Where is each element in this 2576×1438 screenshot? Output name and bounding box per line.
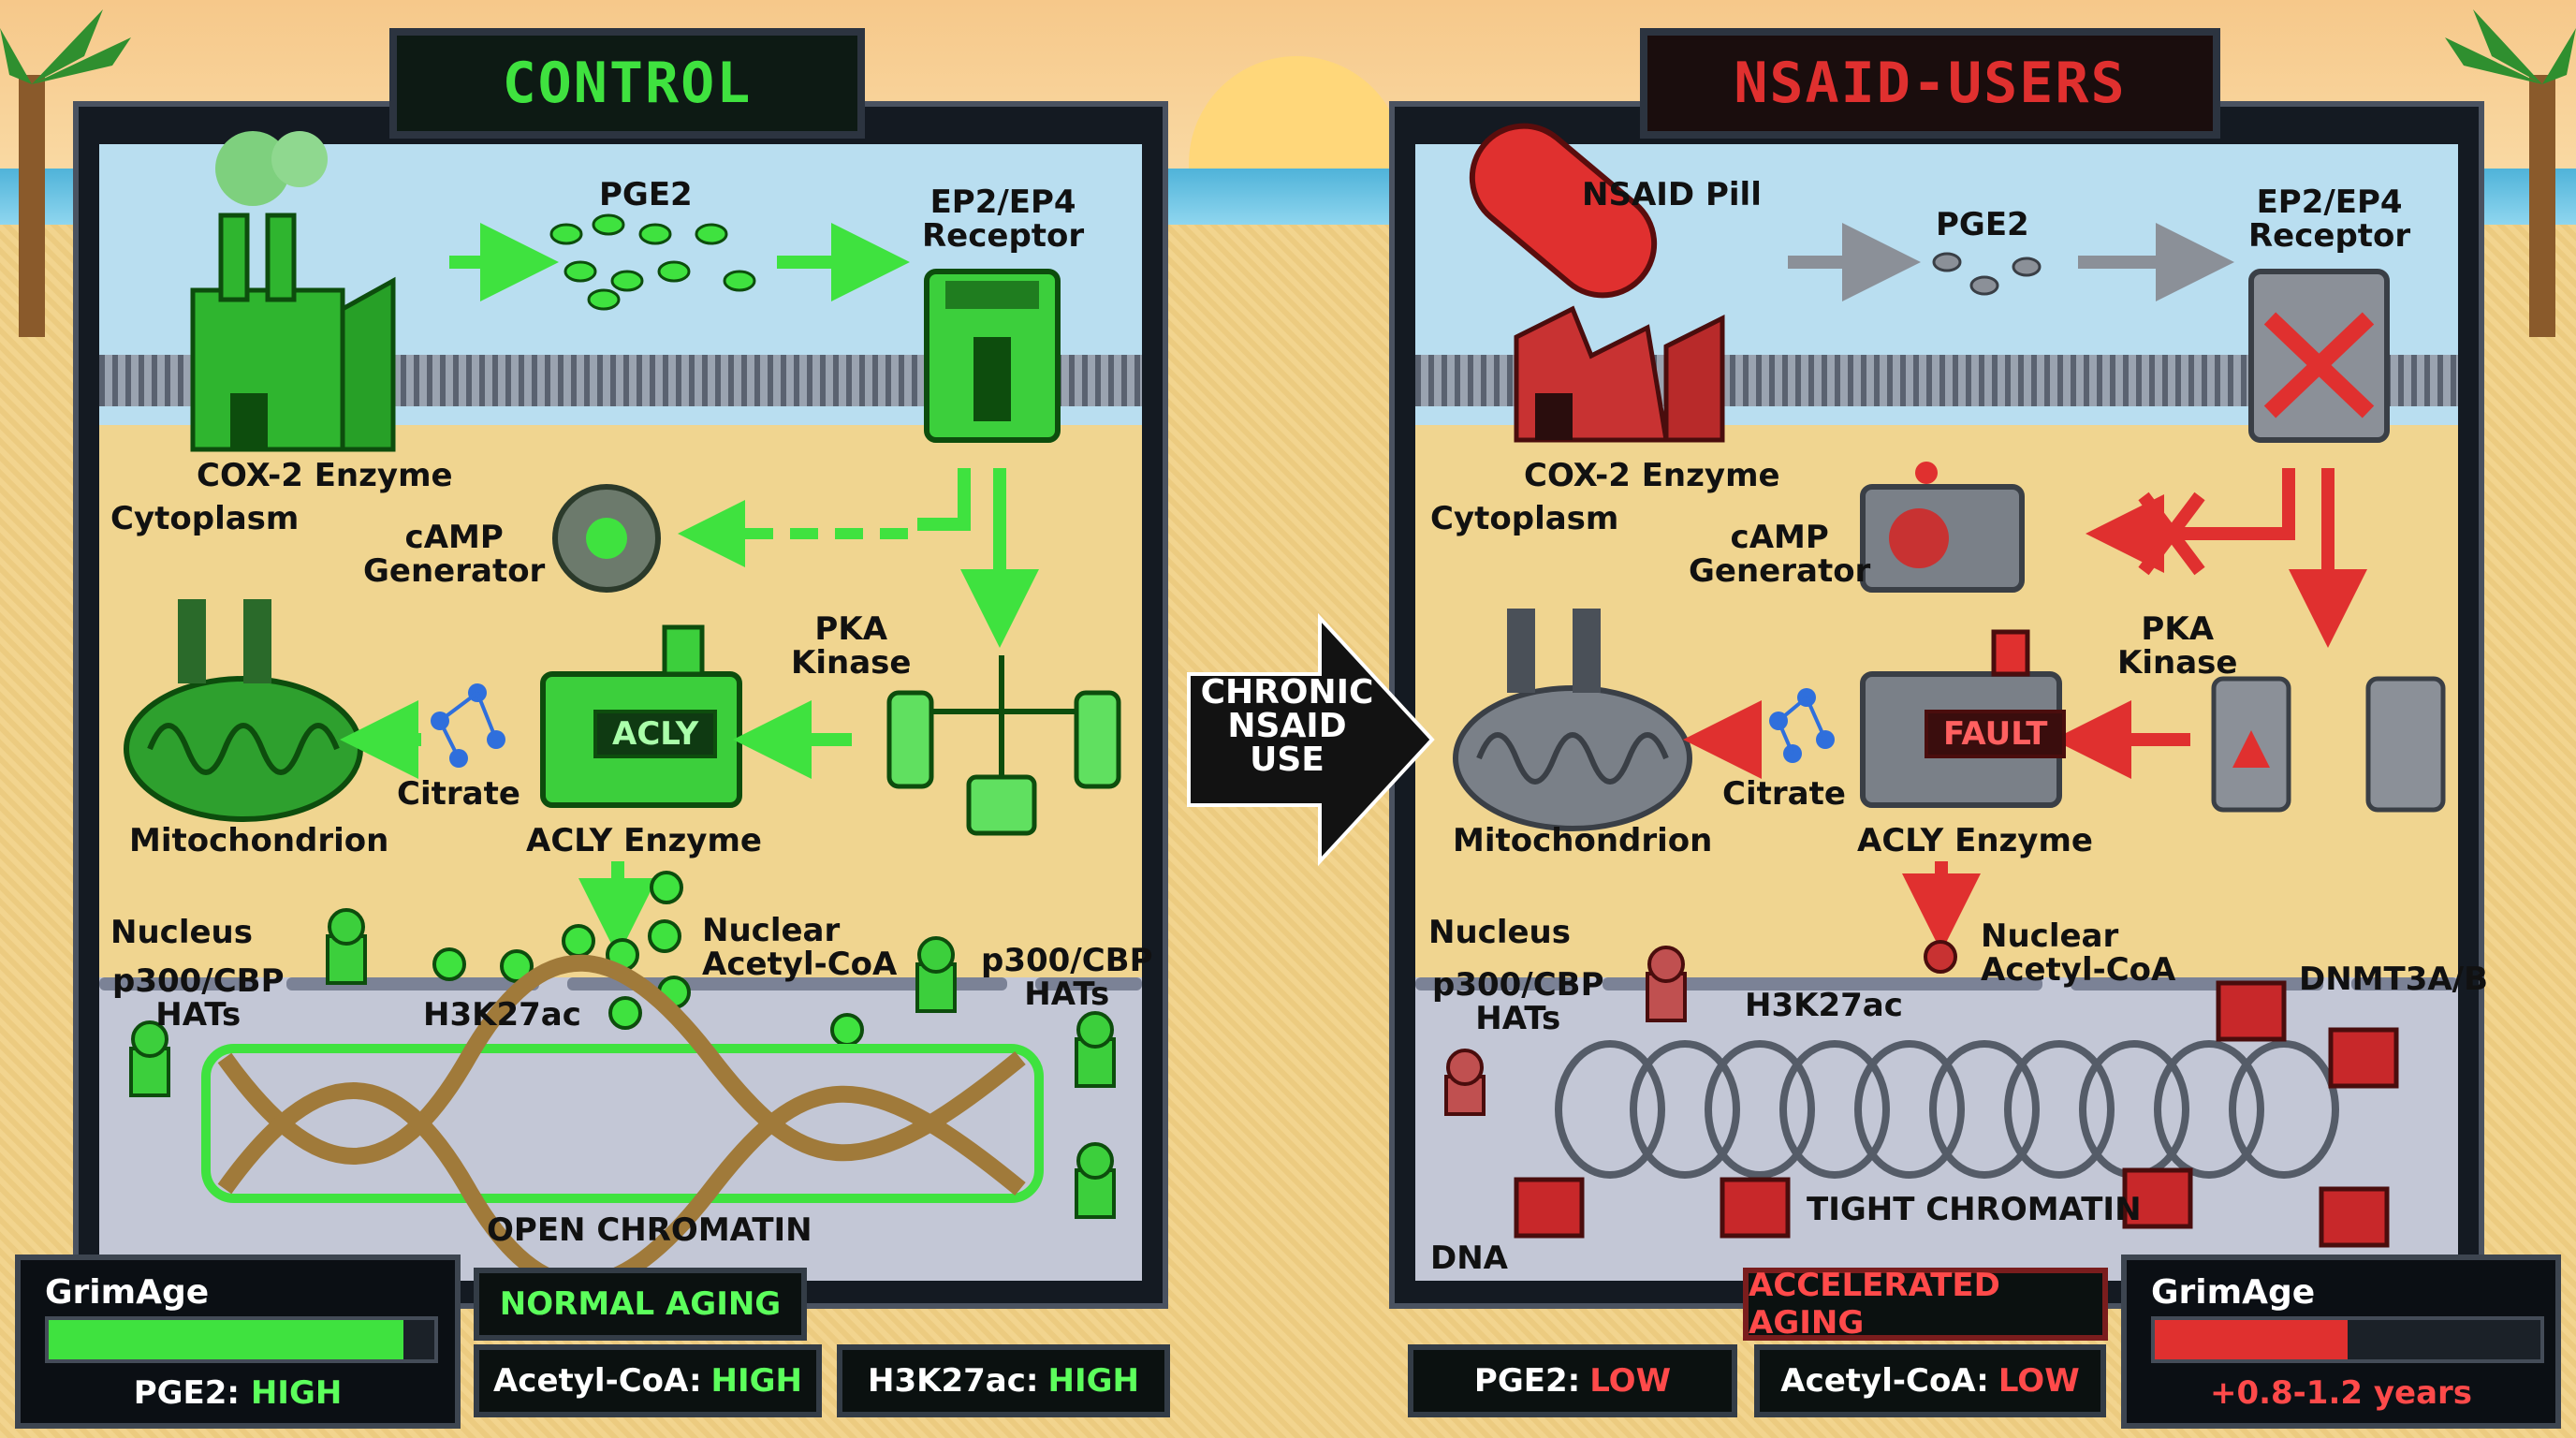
control-nuclear-acoa-label: Nuclear Acetyl-CoA — [702, 912, 898, 983]
acetyl-coa-particles — [432, 871, 864, 1047]
receptor-switch-icon — [924, 269, 1061, 443]
nsaid-acly-label: ACLY Enzyme — [1857, 822, 2093, 859]
nuclear-membrane — [1603, 977, 2042, 990]
grimage-pge2-readout: PGE2: HIGH — [21, 1374, 455, 1412]
normal-aging-badge: NORMAL AGING — [474, 1268, 807, 1341]
coiled-chromatin-icon — [1555, 1040, 2339, 1179]
control-citrate-label: Citrate — [397, 775, 520, 813]
stat-value: HIGH — [1047, 1362, 1139, 1400]
nsaid-pill-icon — [1469, 123, 1658, 299]
nsaid-dnmt-label: DNMT3A/B — [2299, 961, 2489, 998]
nsaid-mito-label: Mitochondrion — [1453, 822, 1713, 859]
pge2-low-stat: PGE2:LOW — [1408, 1344, 1737, 1417]
pka-apparatus-icon — [886, 655, 1121, 836]
citrate-molecule-icon — [431, 683, 505, 768]
chronic-nsaid-label: CHRONIC NSAID USE — [1200, 673, 1374, 779]
nsaid-dna-label: DNA — [1430, 1240, 1508, 1277]
nuclear-membrane — [1035, 977, 1142, 990]
nsaid-h3k27ac-label: H3K27ac — [1745, 987, 1903, 1024]
control-cox2-label: COX-2 Enzyme — [197, 457, 453, 494]
nsaid-citrate-label: Citrate — [1722, 775, 1846, 813]
stat-key: H3K27ac: — [868, 1362, 1039, 1400]
arrow — [917, 468, 971, 531]
stat-key: Acetyl-CoA: — [1780, 1362, 1989, 1400]
palm-tree-right — [2445, 9, 2576, 337]
control-camp-label: cAMP Generator — [363, 519, 546, 590]
stat-key: Acetyl-CoA: — [492, 1362, 702, 1400]
nsaid-fault-screen: FAULT — [1925, 710, 2067, 758]
nsaid-nucleus-label: Nucleus — [1428, 914, 1571, 951]
grimage-years-readout: +0.8-1.2 years — [2209, 1374, 2473, 1412]
damaged-mitochondrion-icon — [1453, 609, 1692, 831]
damaged-pka-apparatus-icon — [2211, 676, 2446, 813]
nsaid-pka-label: PKA Kinase — [2117, 610, 2238, 682]
nsaid-hats-label: p300/CBP HATs — [1432, 966, 1604, 1037]
nsaid-camp-label: cAMP Generator — [1689, 519, 1871, 590]
stat-key: PGE2: — [1473, 1362, 1581, 1400]
pge2-molecules — [549, 213, 756, 311]
pge2-value: HIGH — [250, 1374, 343, 1412]
nuclear-membrane — [1415, 977, 1574, 990]
stat-value: LOW — [1589, 1362, 1672, 1400]
nsaid-nuclear-acoa-label: Nuclear Acetyl-CoA — [1981, 917, 2176, 989]
factory-icon — [190, 131, 396, 452]
control-hats-left-label: p300/CBP HATs — [112, 962, 285, 1034]
idle-hat-worker-icon — [1444, 946, 1687, 1116]
control-hats-right-label: p300/CBP HATs — [981, 942, 1153, 1013]
nsaid-cytoplasm-label: Cytoplasm — [1430, 500, 1619, 537]
mitochondrion-icon — [124, 599, 363, 822]
control-nucleus-label: Nucleus — [110, 914, 253, 951]
control-acly-screen: ACLY — [593, 710, 718, 758]
nuclear-membrane — [99, 977, 258, 990]
grimage-bar — [2151, 1316, 2544, 1363]
citrate-molecule-icon — [1769, 688, 1835, 763]
control-acly-label: ACLY Enzyme — [526, 822, 762, 859]
stat-value: LOW — [1998, 1362, 2080, 1400]
nuclear-membrane — [2351, 977, 2458, 990]
acetyl-coa-high-stat: Acetyl-CoA:HIGH — [474, 1344, 822, 1417]
nsaid-receptor-label: EP2/EP4 Receptor — [2248, 183, 2411, 255]
nsaid-pill-label: NSAID Pill — [1582, 176, 1762, 213]
control-mito-label: Mitochondrion — [129, 822, 389, 859]
control-receptor-label: EP2/EP4 Receptor — [922, 183, 1085, 255]
lock-icon — [1514, 980, 2399, 1248]
grimage-bar-fill — [2155, 1320, 2348, 1359]
nsaid-cox2-label: COX-2 Enzyme — [1524, 457, 1780, 494]
gear-icon — [552, 484, 661, 593]
control-h3k27ac-label: H3K27ac — [423, 996, 581, 1034]
hat-worker-icon — [129, 908, 1116, 1219]
nsaid-chromatin-label: TIGHT CHROMATIN — [1807, 1191, 2142, 1228]
nsaid-title: NSAID-USERS — [1640, 28, 2220, 139]
control-pka-label: PKA Kinase — [791, 610, 912, 682]
grimage-bar-fill — [49, 1320, 404, 1359]
control-chromatin-label: OPEN CHROMATIN — [487, 1211, 812, 1249]
pge2-molecules-sparse — [1932, 252, 2042, 296]
h3k27ac-high-stat: H3K27ac:HIGH — [837, 1344, 1170, 1417]
accelerated-aging-badge: ACCELERATED AGING — [1743, 1267, 2108, 1342]
grimage-panel-control: GrimAge PGE2: HIGH — [15, 1255, 461, 1429]
acetyl-coa-particle — [1924, 940, 1957, 974]
palm-tree-left — [0, 9, 131, 337]
control-pge2-label: PGE2 — [599, 176, 693, 213]
nsaid-pge2-label: PGE2 — [1936, 206, 2029, 243]
control-title: CONTROL — [389, 28, 865, 139]
acetyl-coa-low-stat: Acetyl-CoA:LOW — [1754, 1344, 2106, 1417]
grimage-bar — [45, 1316, 438, 1363]
grimage-label: GrimAge — [45, 1273, 210, 1312]
chronic-nsaid-arrow — [1187, 612, 1435, 867]
grimage-panel-nsaid: GrimAge +0.8-1.2 years — [2121, 1255, 2561, 1429]
grimage-label: GrimAge — [2151, 1273, 2316, 1312]
block-x-icon — [2138, 492, 2205, 576]
pge2-key: PGE2: — [133, 1374, 240, 1412]
broken-factory-icon — [1514, 305, 1725, 443]
blocked-receptor-icon — [2248, 269, 2390, 443]
control-cytoplasm-label: Cytoplasm — [110, 500, 300, 537]
broken-gear-icon — [1860, 462, 2025, 593]
stat-value: HIGH — [710, 1362, 803, 1400]
